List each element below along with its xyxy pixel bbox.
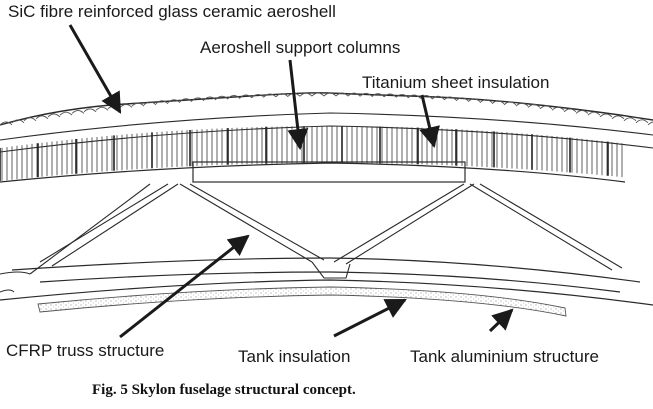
tank-frame-outer: [11, 257, 641, 283]
label-tank-insulation: Tank insulation: [238, 347, 351, 366]
arrow-tank-insulation: [333, 298, 407, 338]
arrow-truss: [119, 234, 250, 339]
label-titanium-insulation: Titanium sheet insulation: [362, 73, 550, 92]
aeroshell-scallops: [0, 92, 653, 126]
cfrp-truss: [29, 183, 623, 279]
label-tank-aluminium: Tank aluminium structure: [410, 347, 599, 366]
arrow-aeroshell: [68, 24, 122, 114]
figure-caption: Fig. 5 Skylon fuselage structural concep…: [92, 382, 356, 398]
arrow-columns: [287, 59, 309, 151]
label-aeroshell: SiC fibre reinforced glass ceramic aeros…: [8, 2, 336, 21]
left-end-ring: [0, 271, 31, 293]
central-attachment-frame: [192, 161, 466, 183]
arrow-tank-structure: [488, 308, 514, 333]
tank-aluminium-structure: [0, 279, 653, 306]
callout-arrows: [68, 24, 514, 339]
tank-frame-mid: [39, 271, 621, 293]
aeroshell-inner-line-1: [0, 112, 653, 141]
label-cfrp-truss: CFRP truss structure: [6, 341, 165, 360]
aeroshell-support-columns: [0, 126, 623, 181]
aeroshell-inner-line-2: [0, 125, 653, 153]
arrow-titanium: [419, 94, 440, 149]
tank-insulation-layer: [37, 286, 567, 317]
label-support-columns: Aeroshell support columns: [200, 38, 401, 57]
insulation-band-lower: [0, 162, 626, 183]
